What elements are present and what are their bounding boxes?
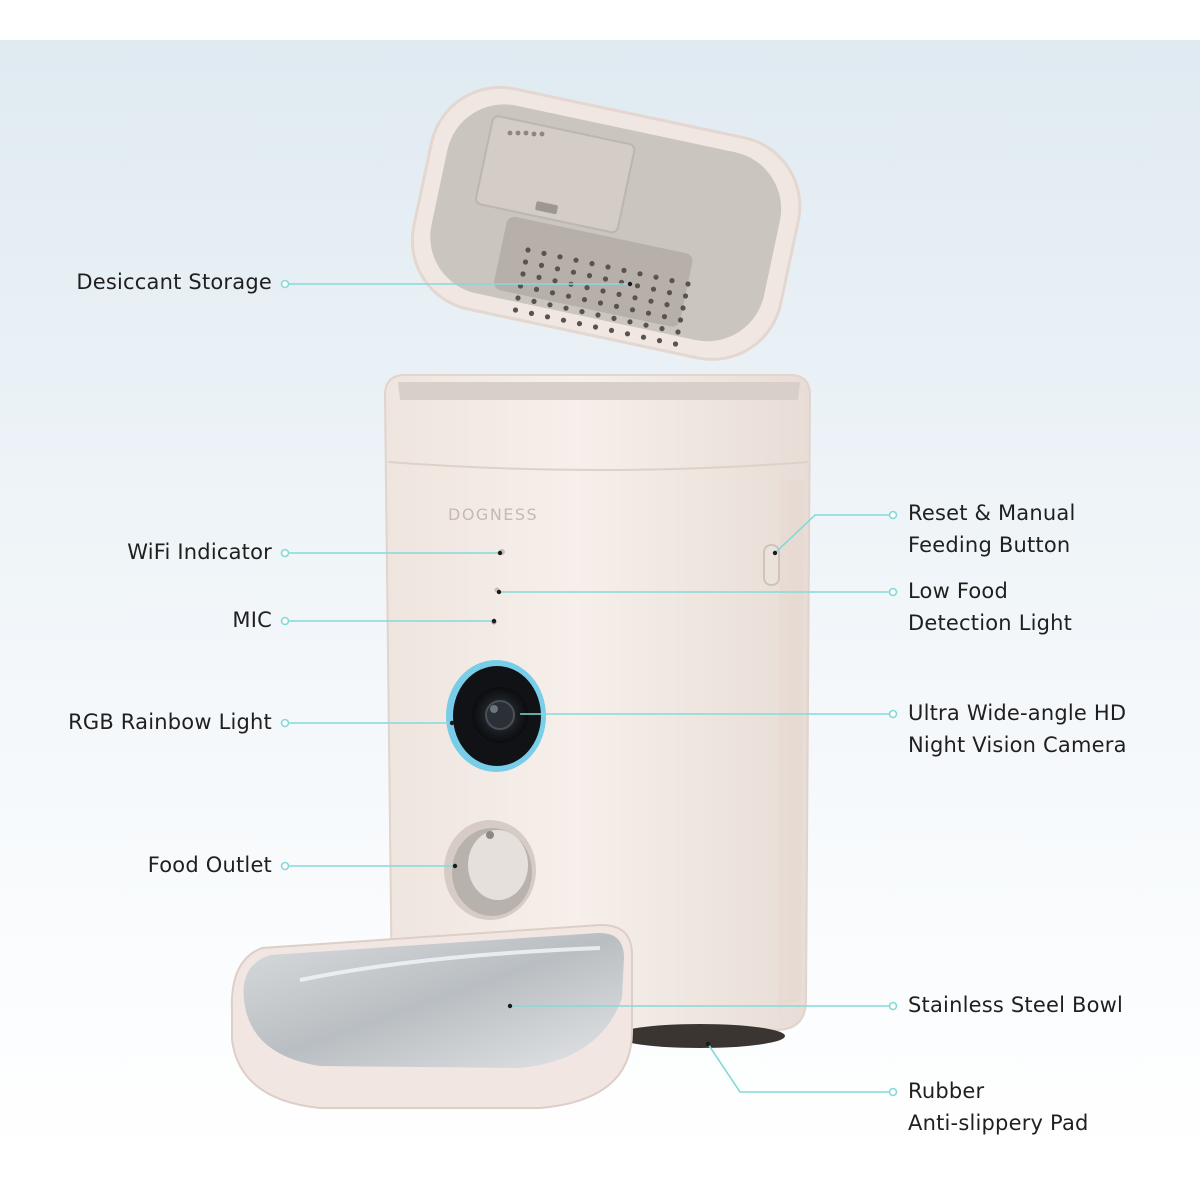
grille-hole xyxy=(592,324,599,330)
grille-hole xyxy=(637,271,643,277)
grille-hole xyxy=(608,327,615,333)
camera-module xyxy=(446,660,546,772)
grille-hole xyxy=(685,281,691,287)
grille-hole xyxy=(659,326,665,332)
leader-reset xyxy=(774,514,893,554)
label-wifi-indicator: WiFi Indicator xyxy=(127,540,272,564)
grille-hole xyxy=(613,303,620,309)
grille-hole xyxy=(586,273,593,279)
grille-hole xyxy=(605,264,611,270)
grille-hole xyxy=(611,315,617,321)
label-reset-line1: Reset & Manual xyxy=(908,501,1076,525)
desiccant-grille xyxy=(494,216,693,327)
grille-hole xyxy=(632,295,638,301)
label-mic: MIC xyxy=(232,608,272,632)
grille-hole xyxy=(682,293,689,299)
label-food-outlet: Food Outlet xyxy=(147,853,272,877)
grille-hole xyxy=(664,302,670,308)
grille-hole xyxy=(640,334,647,340)
grille-hole xyxy=(557,254,563,260)
grille-hole xyxy=(597,300,604,306)
label-rgb-rainbow-light: RGB Rainbow Light xyxy=(68,710,272,734)
grille-hole xyxy=(528,310,535,316)
grille-hole xyxy=(581,297,588,303)
grille-hole xyxy=(573,257,579,263)
label-lowfood-line2: Detection Light xyxy=(908,611,1073,635)
grille-hole xyxy=(544,314,551,320)
label-pad: Rubber Anti-slippery Pad xyxy=(908,1075,1089,1139)
grille-hole xyxy=(672,341,679,347)
label-reset-button: Reset & Manual Feeding Button xyxy=(908,497,1076,561)
label-camera-line2: Night Vision Camera xyxy=(908,733,1127,757)
grille-hole xyxy=(533,286,540,292)
label-desiccant-storage: Desiccant Storage xyxy=(76,270,272,294)
label-bowl-line1: Stainless Steel Bowl xyxy=(908,993,1124,1017)
grille-hole xyxy=(680,305,686,311)
grille-hole xyxy=(576,321,583,327)
grille-hole xyxy=(669,278,675,284)
grille-hole xyxy=(650,286,657,292)
grille-hole xyxy=(677,317,684,323)
grille-hole xyxy=(584,285,590,291)
grille-hole xyxy=(643,322,649,328)
grille-hole xyxy=(525,247,531,253)
grille-hole xyxy=(570,269,577,275)
grille-hole xyxy=(547,302,553,308)
grille-hole xyxy=(600,288,606,294)
lid-vent-dots xyxy=(507,130,545,137)
grille-hole xyxy=(648,298,654,304)
brand-logo: DOGNESS xyxy=(448,505,538,524)
grille-hole xyxy=(522,259,529,265)
label-bowl: Stainless Steel Bowl xyxy=(908,989,1123,1021)
grille-hole xyxy=(653,274,659,280)
label-low-food-light: Low Food Detection Light xyxy=(908,575,1072,639)
grille-hole xyxy=(661,314,668,320)
stainless-bowl xyxy=(230,923,634,1109)
leader-end-circles xyxy=(280,279,898,1097)
leader-target-dots xyxy=(449,281,778,1047)
grille-hole xyxy=(645,310,652,316)
grille-hole xyxy=(602,276,609,282)
label-pad-line1: Rubber xyxy=(908,1079,985,1103)
lid xyxy=(410,85,802,361)
grille-hole xyxy=(563,305,569,311)
label-reset-line2: Feeding Button xyxy=(908,533,1071,557)
label-camera: Ultra Wide-angle HD Night Vision Camera xyxy=(908,697,1127,761)
grille-hole xyxy=(624,331,631,337)
grille-hole xyxy=(549,290,556,296)
grille-hole xyxy=(589,261,595,267)
grille-hole xyxy=(634,283,641,289)
grille-hole xyxy=(538,262,545,268)
grille-hole xyxy=(554,266,561,272)
grille-hole xyxy=(621,267,627,273)
grille-hole xyxy=(512,307,519,313)
grille-hole xyxy=(675,329,681,335)
grille-hole xyxy=(560,317,567,323)
grille-hole xyxy=(627,319,633,325)
grille-hole xyxy=(656,338,663,344)
grille-hole xyxy=(541,250,547,256)
grille-hole xyxy=(579,309,585,315)
leader-lines xyxy=(285,283,893,1093)
leader-pad xyxy=(707,1043,893,1093)
desiccant-holes xyxy=(512,247,691,347)
grille-hole xyxy=(565,293,572,299)
grille-hole xyxy=(595,312,601,318)
grille-hole xyxy=(515,295,521,301)
grille-hole xyxy=(520,271,526,277)
grille-hole xyxy=(536,274,542,280)
grille-hole xyxy=(629,307,636,313)
grille-hole xyxy=(616,291,622,297)
grille-hole xyxy=(552,278,558,284)
grille-hole xyxy=(531,298,537,304)
label-pad-line2: Anti-slippery Pad xyxy=(908,1111,1089,1135)
grille-hole xyxy=(666,290,673,296)
label-camera-line1: Ultra Wide-angle HD xyxy=(908,701,1127,725)
food-outlet-opening xyxy=(444,820,536,920)
label-lowfood-line1: Low Food xyxy=(908,579,1008,603)
